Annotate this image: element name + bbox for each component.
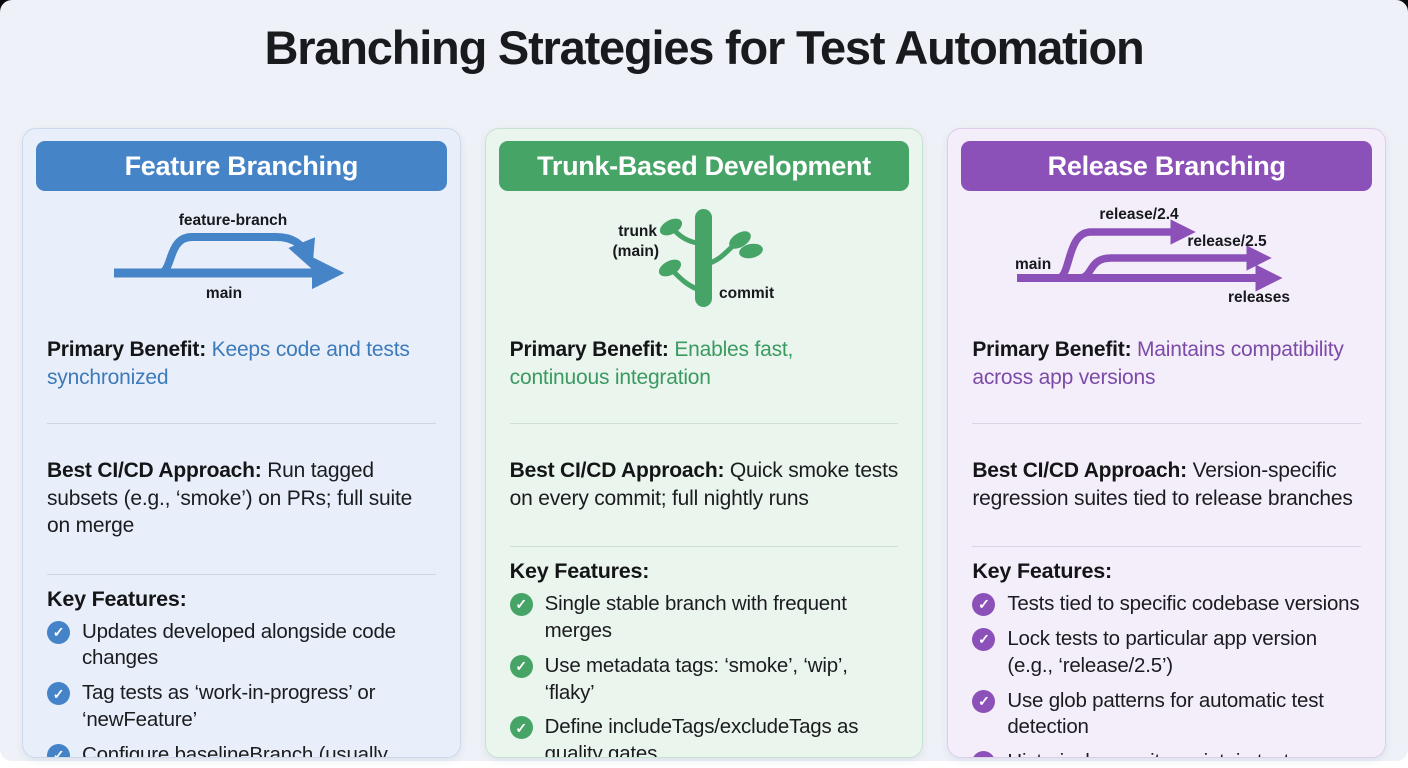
cicd-approach-text: Quick smoke tests on every commit; full …: [509, 459, 899, 510]
key-features-list: ✓ Updates developed alongside code change…: [36, 619, 447, 758]
primary-benefit-label: Primary Benefit:: [509, 338, 669, 361]
check-circle-icon: ✓: [972, 689, 996, 713]
release-2-4-label: release/2.4: [1099, 206, 1179, 223]
release-branch-diagram: release/2.4 release/2.5 main releases: [961, 199, 1372, 311]
primary-benefit: Primary Benefit: Keeps code and tests sy…: [36, 332, 447, 402]
cicd-approach-label: Best CI/CD Approach:: [972, 459, 1187, 482]
trunk-label-line2: (main): [613, 243, 660, 260]
list-item: ✓ Lock tests to particular app version (e…: [972, 626, 1364, 680]
cicd-approach-label: Best CI/CD Approach:: [47, 459, 262, 482]
list-item: ✓ Tests tied to specific codebase version…: [972, 591, 1364, 618]
feature-branch-diagram: feature-branch main: [36, 199, 447, 311]
card-release-branching-header: Release Branching: [961, 141, 1373, 191]
list-item: ✓ Historical commits maintain test compat…: [972, 749, 1364, 757]
leaf: [658, 259, 682, 277]
stem: [671, 269, 700, 292]
cicd-approach-label: Best CI/CD Approach:: [509, 459, 725, 482]
strategy-cards-row: Feature Branching feature-branch main Pr…: [22, 128, 1387, 758]
primary-benefit-text: Maintains compatibility across app versi…: [972, 338, 1344, 389]
check-circle-icon: ✓: [972, 751, 996, 757]
list-item: ✓ Use metadata tags: ‘smoke’, ‘wip’, ‘fla…: [509, 653, 902, 707]
card-feature-branching-header: Feature Branching: [36, 141, 447, 191]
leaf: [659, 218, 683, 236]
check-circle-icon: ✓: [47, 682, 70, 706]
list-item: ✓ Tag tests as ‘work-in-progress’ or ‘new…: [47, 680, 439, 734]
main-branch-label: main: [1015, 256, 1051, 273]
feature-text: Configure baselineBranch (usually ‘main’…: [82, 742, 388, 758]
list-item: ✓ Define includeTags/excludeTags as quali…: [509, 714, 902, 758]
leaf: [729, 231, 751, 249]
primary-benefit: Primary Benefit: Maintains compatibility…: [961, 332, 1372, 402]
leaf: [739, 243, 763, 259]
key-features-heading: Key Features:: [972, 559, 1112, 583]
cicd-approach: Best CI/CD Approach: Quick smoke tests o…: [499, 445, 910, 525]
feature-branch-diagram-icon: feature-branch main: [114, 212, 345, 302]
primary-benefit: Primary Benefit: Enables fast, continuou…: [499, 332, 910, 402]
check-circle-icon: ✓: [972, 627, 996, 651]
primary-benefit-text: Keeps code and tests synchronized: [47, 338, 410, 389]
feature-text: Lock tests to particular app version (e.…: [1007, 626, 1317, 677]
feature-text: Single stable branch with frequent merge…: [544, 592, 847, 642]
card-title: Feature Branching: [124, 150, 359, 181]
card-title: Trunk-Based Development: [537, 150, 871, 181]
feature-text: Tests tied to specific codebase versions: [1007, 592, 1360, 615]
card-release-branching: Release Branching release/2.4 release/2.…: [947, 128, 1387, 758]
trunk-diagram: trunk (main) commit: [499, 199, 910, 311]
feature-text: Historical commits maintain test compati…: [1007, 749, 1364, 757]
feature-text: Use metadata tags: ‘smoke’, ‘wip’, ‘flak…: [544, 653, 848, 704]
divider: [509, 546, 899, 547]
check-circle-icon: ✓: [47, 743, 70, 757]
check-circle-icon: ✓: [509, 716, 533, 740]
divider: [972, 423, 1362, 424]
check-circle-icon: ✓: [509, 593, 533, 616]
key-features-heading: Key Features:: [509, 559, 650, 583]
primary-benefit-label: Primary Benefit:: [47, 338, 207, 361]
feature-text: Tag tests as ‘work-in-progress’ or ‘newF…: [82, 681, 376, 732]
key-features-list: ✓ Single stable branch with frequent merg…: [499, 591, 910, 758]
list-item: ✓ Use glob patterns for automatic test de…: [972, 688, 1364, 742]
divider: [47, 423, 436, 424]
trunk-tree-icon: trunk (main) commit: [613, 209, 774, 307]
check-circle-icon: ✓: [972, 593, 996, 616]
stem: [707, 242, 737, 266]
cicd-approach-text: Run tagged subsets (e.g., ‘smoke’) on PR…: [47, 459, 413, 537]
release-branch-diagram-icon: release/2.4 release/2.5 main releases: [1015, 206, 1290, 306]
primary-benefit-text: Enables fast, continuous integration: [509, 338, 794, 389]
feature-branch-line: [157, 233, 316, 277]
list-item: ✓ Updates developed alongside code change…: [47, 619, 439, 673]
key-features-list: ✓ Tests tied to specific codebase version…: [961, 591, 1372, 757]
card-trunk-based-header: Trunk-Based Development: [498, 141, 910, 191]
primary-benefit-label: Primary Benefit:: [972, 338, 1132, 361]
divider: [47, 573, 436, 575]
key-features-heading: Key Features:: [47, 586, 187, 611]
cicd-approach: Best CI/CD Approach: Version-specific re…: [961, 445, 1372, 525]
divider: [509, 423, 899, 424]
card-trunk-based-development: Trunk-Based Development trunk: [484, 128, 924, 758]
stem: [672, 228, 700, 246]
list-item: ✓ Single stable branch with frequent merg…: [509, 591, 902, 645]
divider: [972, 546, 1362, 547]
list-item: ✓ Configure baselineBranch (usually ‘main…: [47, 742, 439, 758]
feature-branch-label: feature-branch: [179, 212, 288, 229]
card-title: Release Branching: [1047, 150, 1286, 181]
releases-label: releases: [1228, 289, 1290, 306]
feature-text: Use glob patterns for automatic test det…: [1007, 688, 1324, 739]
feature-text: Updates developed alongside code changes: [82, 619, 396, 670]
check-circle-icon: ✓: [509, 654, 533, 678]
main-branch-label: main: [206, 285, 242, 302]
page-title: Branching Strategies for Test Automation: [264, 21, 1144, 74]
cicd-approach: Best CI/CD Approach: Run tagged subsets …: [36, 445, 447, 553]
cicd-approach-text: Version-specific regression suites tied …: [972, 459, 1353, 510]
release-2-5-label: release/2.5: [1187, 233, 1267, 250]
commit-label: commit: [719, 285, 774, 302]
trunk-label-line1: trunk: [618, 223, 657, 240]
feature-text: Define includeTags/excludeTags as qualit…: [544, 715, 859, 758]
check-circle-icon: ✓: [47, 620, 70, 644]
trunk-shape: [695, 209, 712, 307]
card-feature-branching: Feature Branching feature-branch main Pr…: [22, 128, 461, 758]
